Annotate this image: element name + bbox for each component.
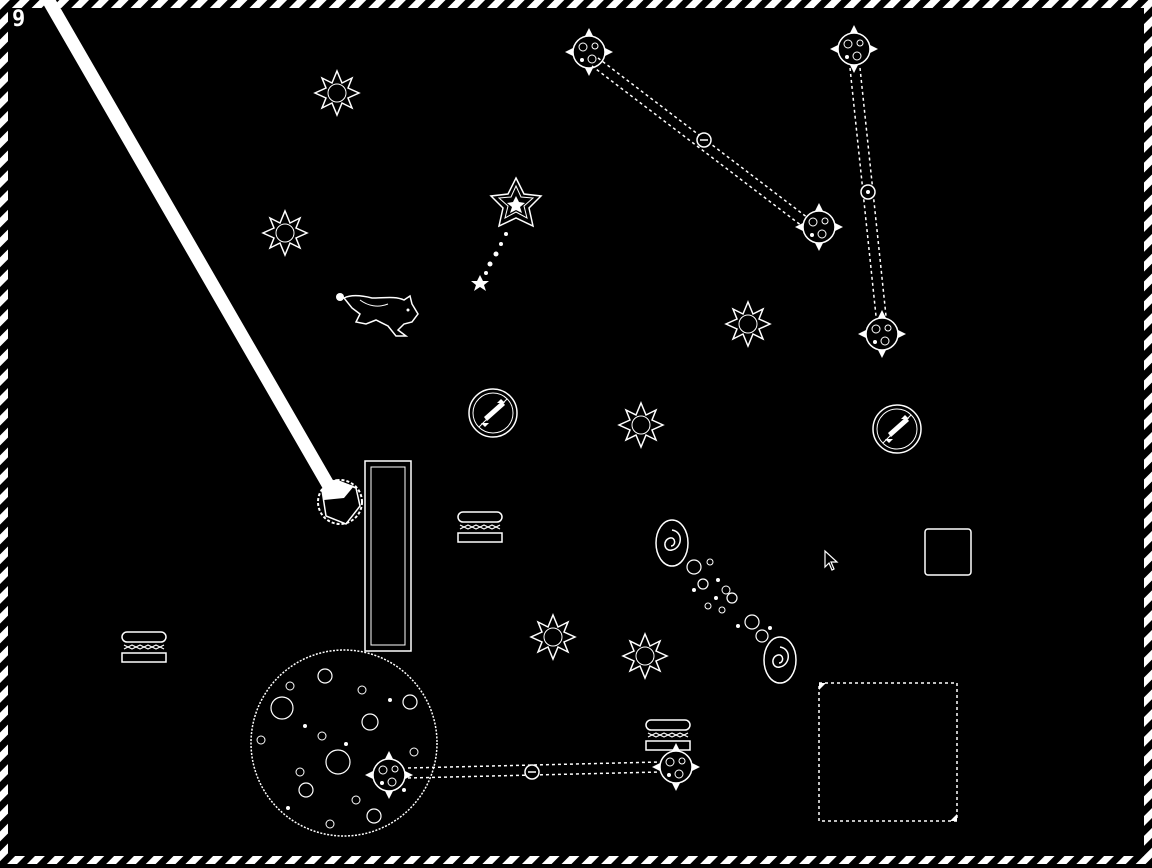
star-pickup-icon[interactable] (471, 176, 543, 291)
wormhole-exit[interactable] (763, 636, 797, 684)
bomb-chain-right (849, 67, 887, 317)
goal-box[interactable] (924, 528, 972, 576)
moon-planet (250, 649, 438, 837)
bomb-chain-lower (407, 761, 661, 780)
running-cat-icon[interactable] (336, 293, 419, 337)
arrow-cursor-icon (824, 549, 839, 571)
launcher-beam (40, 0, 337, 495)
level-number: 9 (12, 7, 26, 32)
wormhole-entrance[interactable] (655, 519, 689, 567)
bomb-chain-upper (591, 57, 809, 227)
dashed-drop-zone[interactable] (818, 682, 958, 822)
launcher-cannon[interactable] (317, 479, 363, 525)
bubble-stream (686, 558, 772, 643)
pillar-wall (364, 460, 412, 652)
